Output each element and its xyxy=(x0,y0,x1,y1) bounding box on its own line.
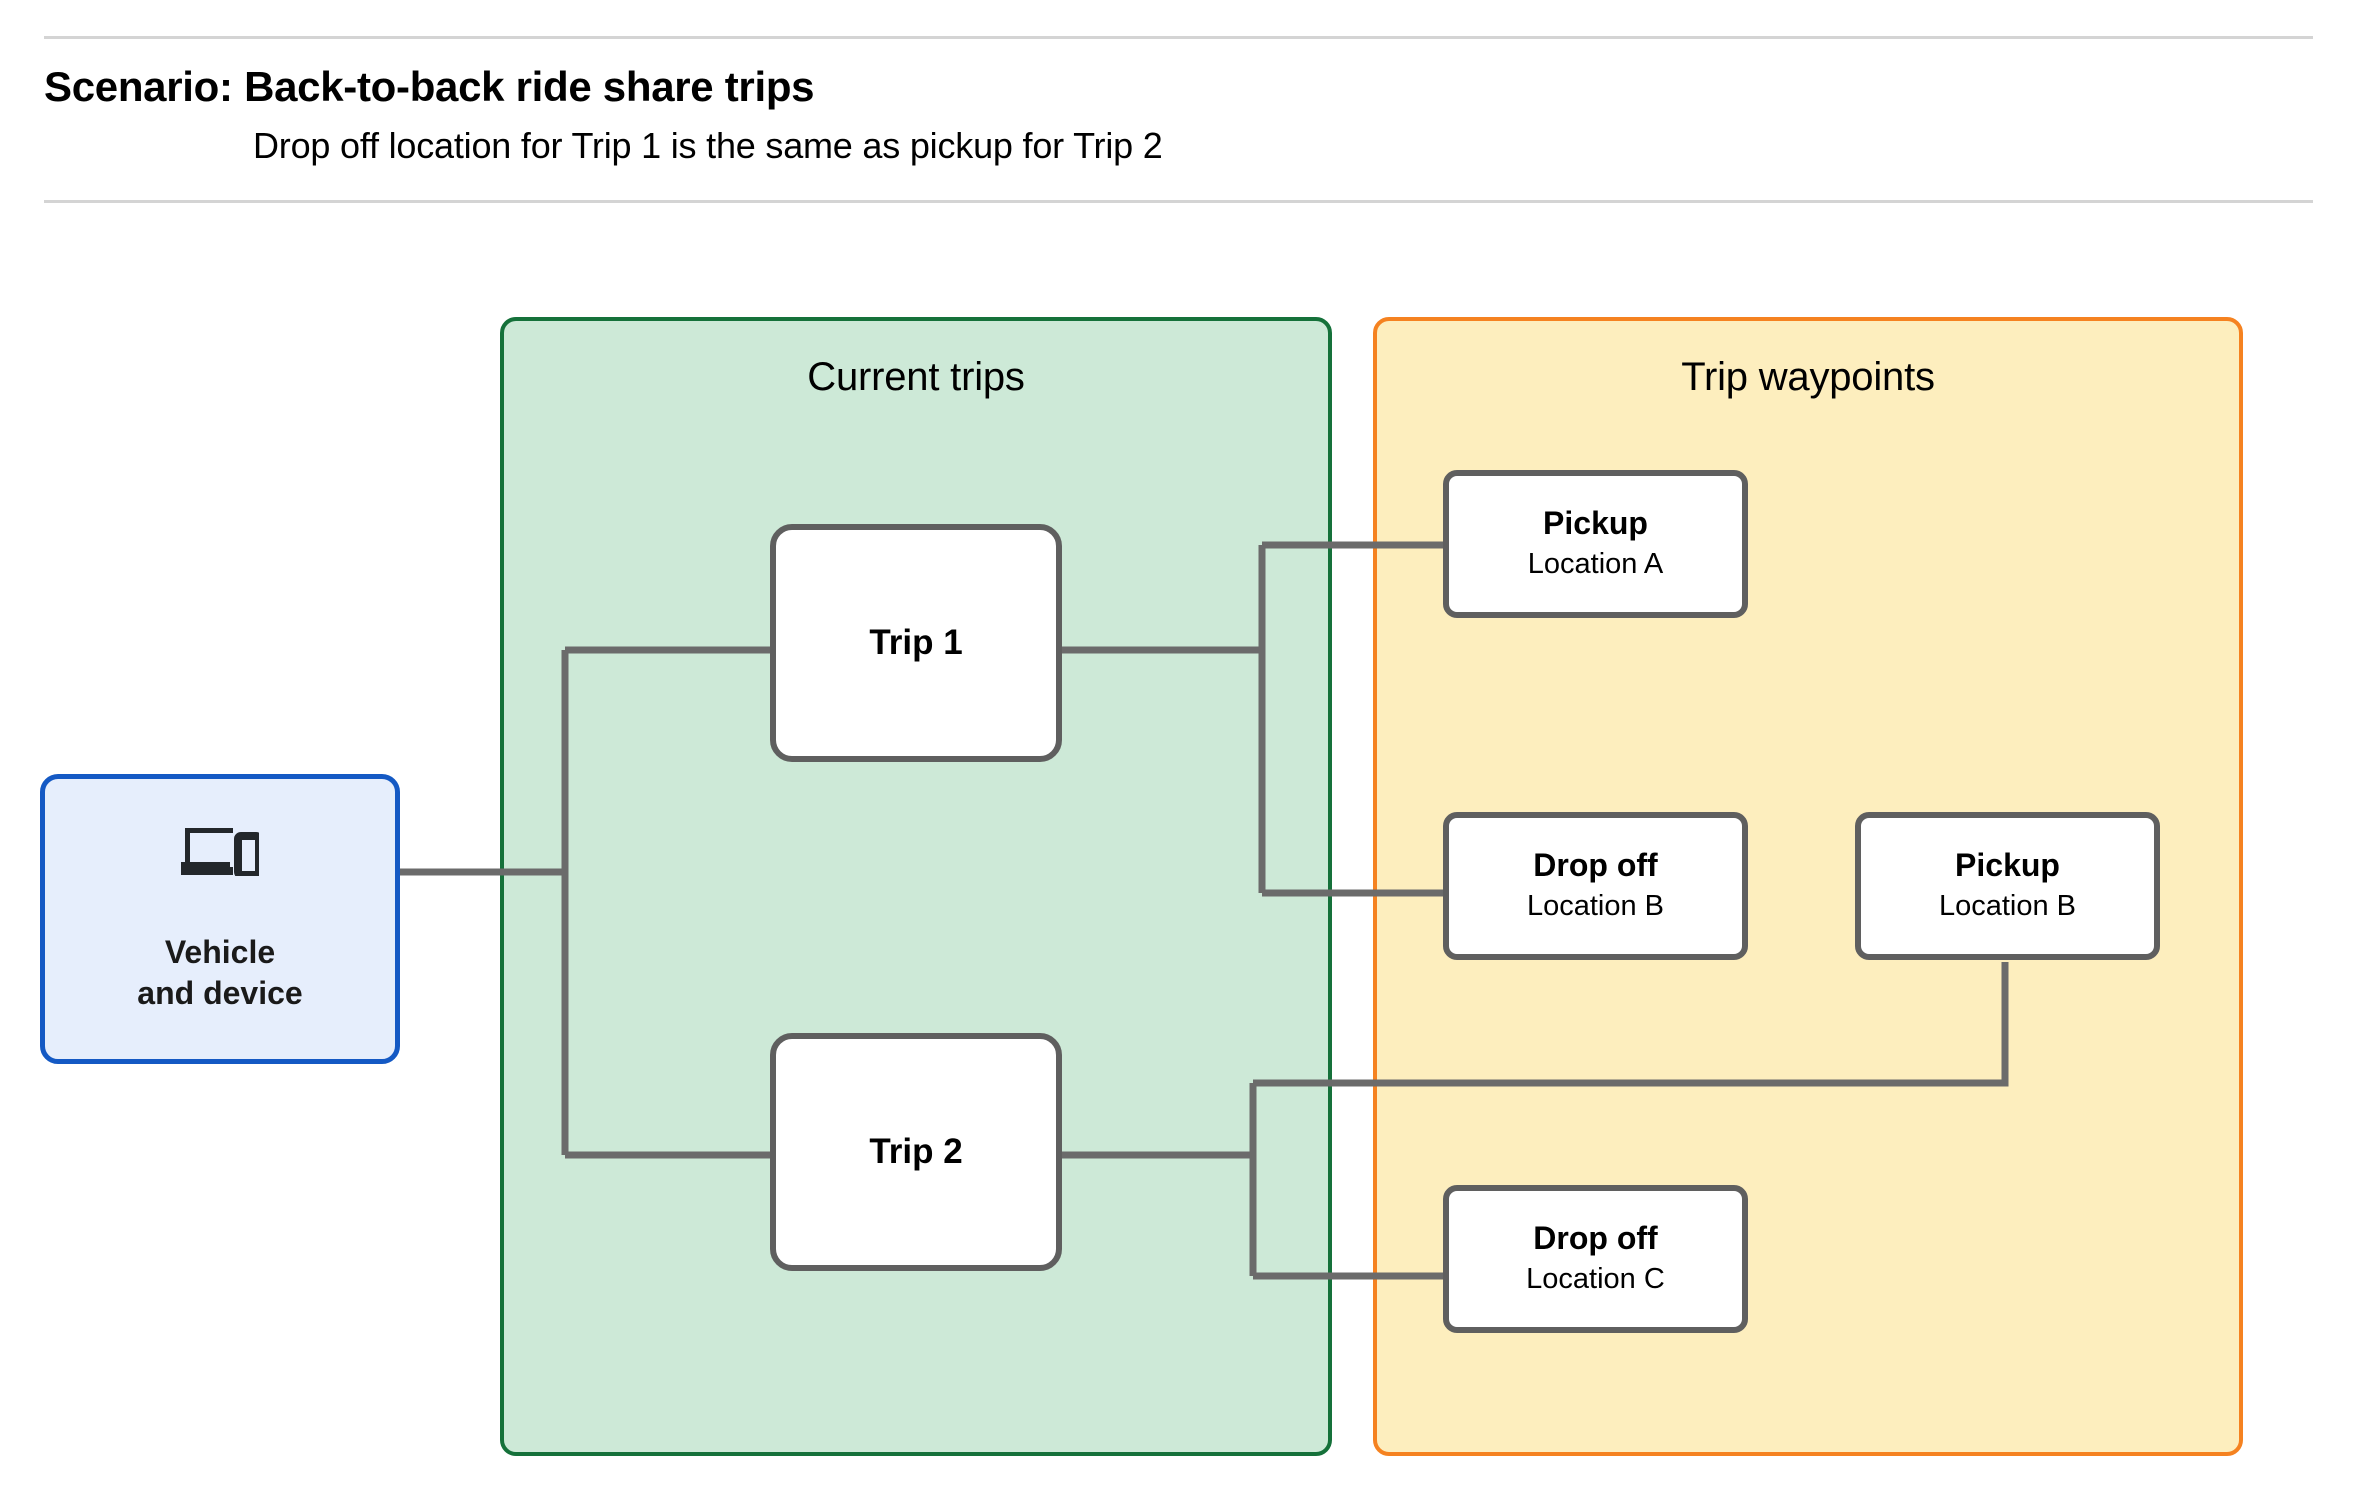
header-divider-bottom xyxy=(44,200,2313,203)
waypoint-location: Location B xyxy=(1526,890,1665,923)
node-waypoint-pickup-b[interactable]: Pickup Location B xyxy=(1855,812,2160,960)
waypoint-title: Drop off xyxy=(1533,1220,1658,1257)
node-waypoint-pickup-a[interactable]: Pickup Location A xyxy=(1443,470,1748,618)
waypoint-title: Pickup xyxy=(1955,847,2060,884)
node-vehicle-and-device[interactable]: Vehicle and device xyxy=(40,774,400,1064)
page-title: Scenario: Back-to-back ride share trips xyxy=(44,63,815,110)
page-subtitle: Drop off location for Trip 1 is the same… xyxy=(253,125,1163,166)
group-trip-waypoints-title: Trip waypoints xyxy=(1681,355,1935,399)
devices-icon xyxy=(181,824,263,880)
waypoint-title: Pickup xyxy=(1543,505,1648,542)
waypoint-location: Location B xyxy=(1938,890,2077,923)
node-vehicle-label: Vehicle and device xyxy=(137,934,303,1011)
waypoint-title: Drop off xyxy=(1533,847,1658,884)
node-trip-1[interactable]: Trip 1 xyxy=(770,524,1062,762)
group-current-trips-title: Current trips xyxy=(807,355,1025,399)
node-trip-2[interactable]: Trip 2 xyxy=(770,1033,1062,1271)
waypoint-location: Location A xyxy=(1527,548,1664,581)
node-waypoint-dropoff-c[interactable]: Drop off Location C xyxy=(1443,1185,1748,1333)
group-current-trips: Current trips xyxy=(500,317,1332,1456)
header-divider-top xyxy=(44,36,2313,39)
waypoint-location: Location C xyxy=(1526,1263,1665,1296)
node-waypoint-dropoff-b[interactable]: Drop off Location B xyxy=(1443,812,1748,960)
